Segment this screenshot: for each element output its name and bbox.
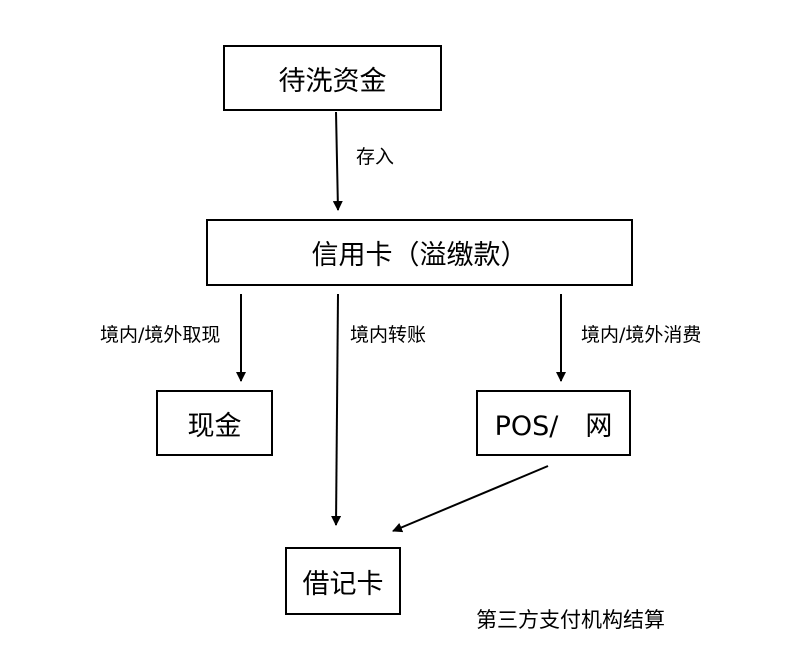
diagram-caption: 第三方支付机构结算 — [476, 608, 665, 632]
arrow-transfer — [331, 293, 342, 526]
node-pos-online: POS/ 网 — [476, 390, 631, 456]
node-cash: 现金 — [156, 390, 273, 456]
label-transfer: 境内转账 — [350, 324, 427, 346]
node-credit-card: 信用卡（溢缴款） — [206, 219, 633, 286]
node-debit-card: 借记卡 — [285, 547, 401, 615]
label-deposit: 存入 — [356, 146, 395, 168]
node-source-funds: 待洗资金 — [223, 45, 442, 111]
label-consume: 境内/境外消费 — [581, 324, 702, 346]
label-withdraw: 境内/境外取现 — [100, 324, 221, 346]
arrow-deposit — [332, 111, 343, 211]
arrow-pos-to-debit — [392, 465, 549, 533]
